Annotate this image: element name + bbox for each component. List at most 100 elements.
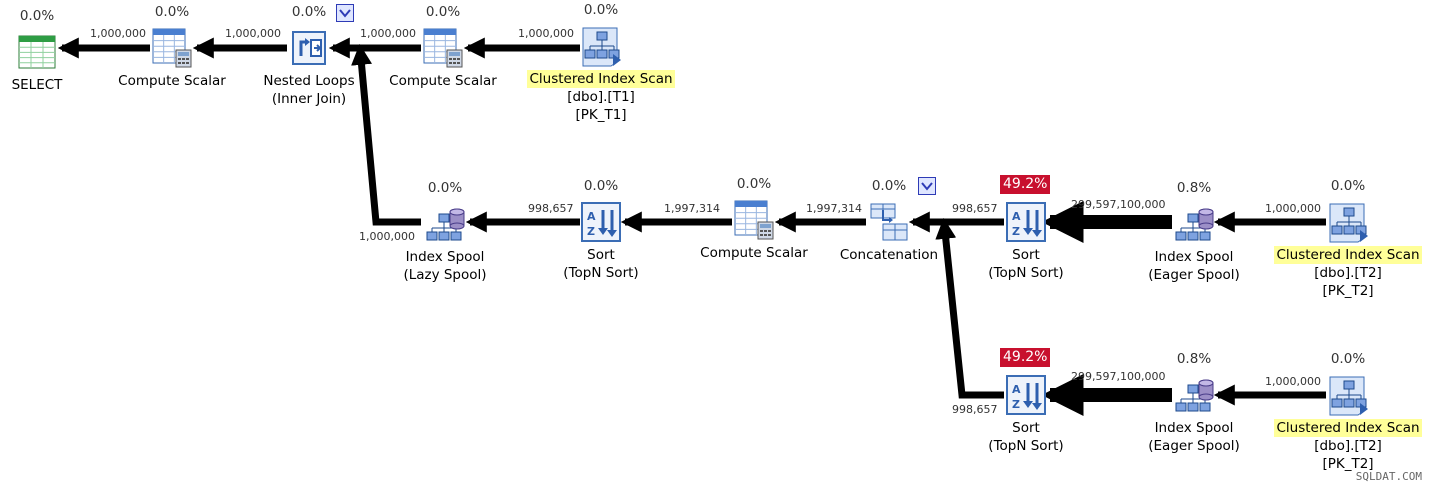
operator-label: Compute Scalar (92, 72, 252, 90)
data-flow-arrow[interactable] (351, 43, 421, 226)
operator-detail: (TopN Sort) (988, 438, 1064, 454)
row-count-label: 998,657 (528, 202, 574, 215)
chevron-down-icon[interactable] (918, 177, 936, 195)
operator-label: Nested Loops (Inner Join) (229, 72, 389, 108)
operator-cost-percent: 0.8% (1176, 180, 1212, 196)
data-flow-arrow[interactable] (935, 217, 1004, 399)
operator-detail: (Eager Spool) (1148, 267, 1240, 283)
index-spool-icon[interactable] (1172, 373, 1216, 417)
nested-loops-icon[interactable] (287, 26, 331, 70)
operator-detail: (TopN Sort) (988, 265, 1064, 281)
operator-label: Compute Scalar (363, 72, 523, 90)
operator-detail: [PK_T1] (575, 107, 627, 123)
index-spool-icon[interactable] (423, 202, 467, 246)
clustered-index-scan-icon[interactable] (579, 24, 623, 68)
row-count-label: 1,000,000 (359, 230, 415, 243)
operator-name: Clustered Index Scan (1268, 246, 1428, 264)
operator-name-highlight: Clustered Index Scan (1274, 419, 1422, 437)
operator-name: Index Spool (1154, 249, 1234, 265)
operator-name: Compute Scalar (389, 73, 497, 89)
compute-scalar-icon[interactable] (732, 198, 776, 242)
operator-label: Sort(TopN Sort) (946, 246, 1106, 282)
operator-name: Nested Loops (263, 73, 355, 89)
svg-text:A: A (1012, 210, 1021, 223)
operator-cost-percent: 0.0% (19, 8, 55, 24)
operator-cost-percent: 49.2% (1000, 175, 1051, 194)
operator-detail: (TopN Sort) (563, 265, 639, 281)
operator-name: Compute Scalar (118, 73, 226, 89)
operator-detail: (Eager Spool) (1148, 438, 1240, 454)
sort-icon[interactable]: A Z (1004, 373, 1048, 417)
operator-cost-percent: 49.2% (1000, 348, 1051, 367)
row-count-label: 1,000,000 (360, 27, 416, 40)
svg-text:A: A (587, 210, 596, 223)
row-count-label: 1,997,314 (806, 202, 862, 215)
operator-detail: [PK_T2] (1322, 456, 1374, 472)
operator-label: Index Spool (Eager Spool) (1114, 248, 1274, 284)
operator-cost-percent: 0.0% (425, 4, 461, 20)
operator-detail: (Inner Join) (271, 91, 347, 107)
operator-cost-percent: 0.0% (583, 2, 619, 18)
operator-detail: (Lazy Spool) (403, 267, 487, 283)
row-count-label: 998,657 (952, 202, 998, 215)
clustered-index-scan-icon[interactable] (1326, 373, 1370, 417)
operator-cost-percent: 0.0% (154, 4, 190, 20)
operator-cost-percent: 0.8% (1176, 351, 1212, 367)
operator-name: Clustered Index Scan (1268, 419, 1428, 437)
operator-cost-percent: 0.0% (1330, 178, 1366, 194)
operator-detail: [PK_T2] (1322, 283, 1374, 299)
watermark: SQLDAT.COM (1355, 470, 1422, 483)
operator-detail: [dbo].[T2] (1314, 438, 1382, 454)
operator-name-highlight: Clustered Index Scan (1274, 246, 1422, 264)
row-count-label: 1,000,000 (1265, 375, 1321, 388)
select-icon[interactable] (15, 30, 59, 74)
concatenation-icon[interactable] (867, 200, 911, 244)
operator-label: Compute Scalar (674, 244, 834, 262)
row-count-label: 998,657 (952, 403, 998, 416)
row-count-label: 1,000,000 (90, 27, 146, 40)
svg-text:Z: Z (587, 225, 595, 238)
clustered-index-scan-icon[interactable] (1326, 200, 1370, 244)
operator-label: Sort (TopN Sort) (946, 419, 1106, 455)
row-count-label: 1,997,314 (664, 202, 720, 215)
operator-name: Sort (587, 247, 615, 263)
operator-cost-percent: 0.0% (583, 178, 619, 194)
operator-detail: [dbo].[T2] (1314, 265, 1382, 281)
row-count-label: 1,000,000 (1265, 202, 1321, 215)
operator-cost-percent: 0.0% (1330, 351, 1366, 367)
compute-scalar-icon[interactable] (421, 26, 465, 70)
operator-name: Index Spool (1154, 420, 1234, 436)
chevron-down-icon[interactable] (336, 4, 354, 22)
operator-label: Index Spool (Eager Spool) (1114, 419, 1274, 455)
operator-name-highlight: Clustered Index Scan (527, 70, 675, 88)
operator-label: Index Spool(Lazy Spool) (365, 248, 525, 284)
operator-cost-percent: 0.0% (291, 4, 327, 20)
operator-label: Clustered Index Scan[dbo].[T2] [PK_T2] (1268, 419, 1428, 473)
operator-name: Clustered Index Scan (521, 70, 681, 88)
compute-scalar-icon[interactable] (150, 26, 194, 70)
operator-label: Clustered Index Scan[dbo].[T1] [PK_T1] (521, 70, 681, 124)
operator-cost-percent: 0.0% (871, 178, 907, 194)
sort-icon[interactable]: A Z (579, 200, 623, 244)
row-count-label: 299,597,100,000 (1071, 370, 1166, 383)
svg-text:Z: Z (1012, 398, 1020, 411)
row-count-label: 1,000,000 (225, 27, 281, 40)
operator-label: Sort (TopN Sort) (521, 246, 681, 282)
operator-name: Compute Scalar (700, 245, 808, 261)
svg-text:A: A (1012, 383, 1021, 396)
operator-detail: [dbo].[T1] (567, 89, 635, 105)
operator-cost-percent: 0.0% (736, 176, 772, 192)
operator-label: Clustered Index Scan[dbo].[T2] [PK_T2] (1268, 246, 1428, 300)
operator-name: SELECT (11, 77, 63, 93)
operator-name: Concatenation (839, 247, 939, 263)
svg-text:Z: Z (1012, 225, 1020, 238)
sort-icon[interactable]: A Z (1004, 200, 1048, 244)
row-count-label: 299,597,100,000 (1071, 198, 1166, 211)
row-count-label: 1,000,000 (518, 27, 574, 40)
operator-label: Concatenation (809, 246, 969, 264)
index-spool-icon[interactable] (1172, 202, 1216, 246)
operator-label: SELECT (0, 76, 117, 94)
operator-name: Sort (1012, 420, 1040, 436)
